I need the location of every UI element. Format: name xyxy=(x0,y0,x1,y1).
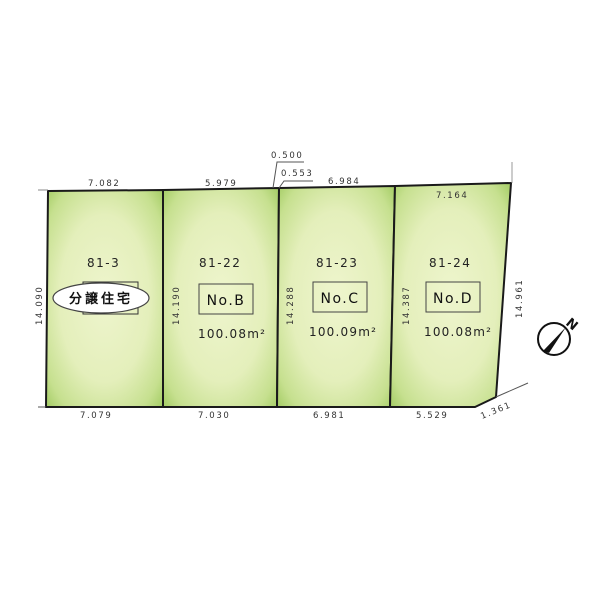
for-sale-house-tag: 分譲住宅 xyxy=(52,281,150,315)
lot-tag-c: No.C xyxy=(312,281,368,313)
dim-side-4: 14.387 xyxy=(402,286,412,325)
dim-top-2: 5.979 xyxy=(205,179,237,189)
svg-text:No.D: No.D xyxy=(433,291,473,307)
north-arrow-icon: N xyxy=(537,316,580,356)
dim-top-4: 7.164 xyxy=(436,191,468,201)
dim-offset-2: 0.553 xyxy=(281,169,313,179)
lot-number: 81-3 xyxy=(87,256,120,270)
lot-area: 100.08m² xyxy=(424,325,492,339)
for-sale-house-label: 分譲住宅 xyxy=(69,291,133,307)
dim-bottom-2: 7.030 xyxy=(198,411,230,421)
dim-side-2: 14.190 xyxy=(172,286,182,325)
lot-tag-d: No.D xyxy=(425,281,481,313)
lot-area: 100.09m² xyxy=(309,325,377,339)
dim-bottom-4: 5.529 xyxy=(416,411,448,421)
dim-bottom-3: 6.981 xyxy=(313,411,345,421)
dim-side-3: 14.288 xyxy=(286,286,296,325)
dim-top-3: 6.984 xyxy=(328,177,360,187)
leader-line xyxy=(278,180,313,189)
lot-number: 81-23 xyxy=(316,256,358,270)
leader-line xyxy=(272,161,304,189)
lot-area: 100.08m² xyxy=(198,327,266,341)
svg-text:No.C: No.C xyxy=(320,291,359,307)
extension-line xyxy=(495,382,529,398)
dim-bottom-1: 7.079 xyxy=(80,411,112,421)
dim-top-1: 7.082 xyxy=(88,179,120,189)
dim-side-5: 14.961 xyxy=(515,279,525,318)
lot-number: 81-22 xyxy=(199,256,241,270)
lot-81-24 xyxy=(388,181,513,408)
dim-side-1: 14.090 xyxy=(35,286,45,325)
svg-text:No.B: No.B xyxy=(207,293,246,309)
lot-tag-b: No.B xyxy=(198,283,254,315)
dim-offset-1: 0.500 xyxy=(271,151,303,161)
lot-number: 81-24 xyxy=(429,256,471,270)
